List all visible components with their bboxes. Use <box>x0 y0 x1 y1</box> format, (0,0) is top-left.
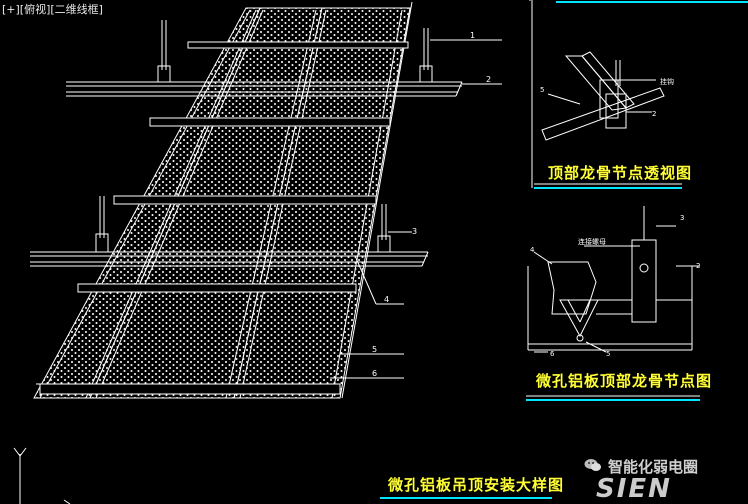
annotation-nut: 连接螺母 <box>578 237 606 246</box>
bottom-callout-4: 4 <box>530 246 535 254</box>
top-detail-callouts: 5 挂钩 2 <box>540 77 674 118</box>
bottom-callout-2: 2 <box>696 262 700 270</box>
bottom-callout-6: 6 <box>550 350 555 358</box>
main-runner-top <box>66 81 463 97</box>
callout-2: 2 <box>486 75 491 84</box>
runner-beam <box>564 55 627 111</box>
main-leaders <box>330 39 502 379</box>
callout-3: 3 <box>412 227 417 236</box>
title-top-node: 顶部龙骨节点透视图 <box>548 164 693 182</box>
panel-cross-band-lines <box>34 41 408 399</box>
watermark-text: 智能化弱电圈 <box>608 458 699 476</box>
annotation-hook: 挂钩 <box>660 77 674 86</box>
title-underlines <box>380 187 700 499</box>
top-node-perspective-detail <box>529 0 748 188</box>
bottom-node-section-detail <box>527 206 700 353</box>
viewport-label[interactable]: [+][俯视][二维线框] <box>2 3 103 16</box>
bottom-callout-3: 3 <box>680 214 684 222</box>
callout-5: 5 <box>372 345 377 354</box>
wechat-icon <box>584 459 601 471</box>
main-callouts: 1 2 3 4 5 6 <box>372 31 491 378</box>
title-main: 微孔铝板吊顶安装大样图 <box>388 476 565 494</box>
top-callout-2: 2 <box>652 110 656 118</box>
ceiling-panel-assembly <box>30 1 502 399</box>
hanger-rods <box>95 20 433 253</box>
callout-1: 1 <box>470 31 475 40</box>
callout-4: 4 <box>384 295 389 304</box>
callout-6: 6 <box>372 369 377 378</box>
cross-runner <box>541 87 665 141</box>
title-bottom-node: 微孔铝板顶部龙骨节点图 <box>536 372 713 390</box>
top-callout-5: 5 <box>540 86 544 94</box>
bottom-callout-5: 5 <box>606 350 610 358</box>
bottom-detail-callouts: 4 连接螺母 3 2 6 5 <box>530 214 700 358</box>
watermark-logo: SIEN <box>596 474 672 504</box>
title-underlines-thin <box>526 183 700 397</box>
ucs-icon <box>13 447 71 504</box>
